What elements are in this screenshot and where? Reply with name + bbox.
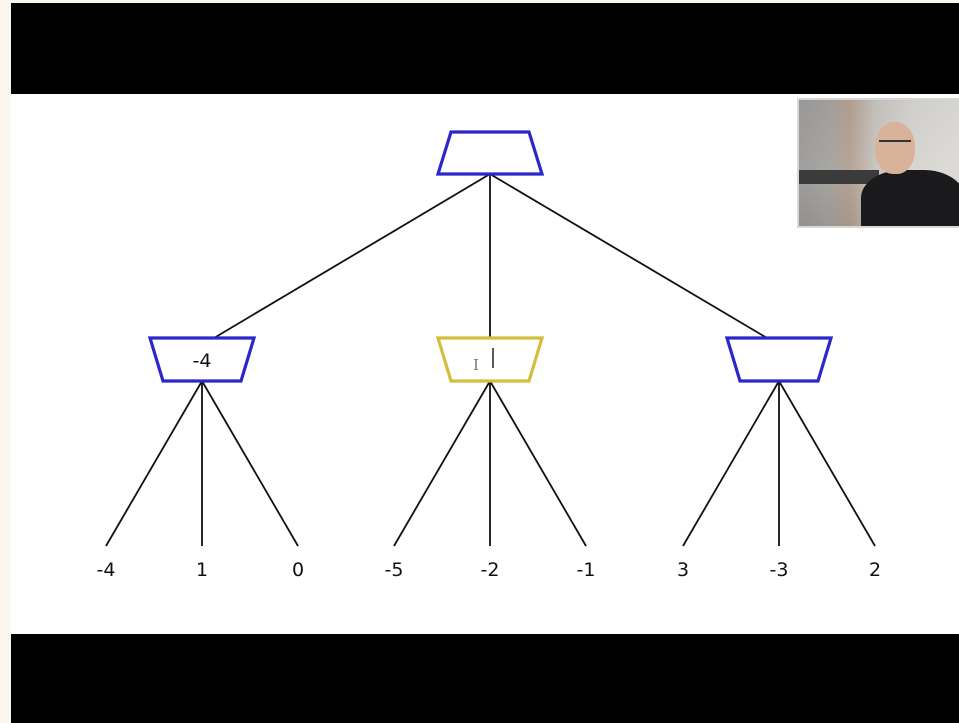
game-tree-diagram: -4 1 0 -4 -5 -2 -1 3 -3 2 [97,130,881,581]
leaf-value: -3 [770,559,789,581]
leaf-value: -1 [577,559,596,581]
leaf-value: -2 [481,559,500,581]
webcam-overlay [797,98,959,228]
min-node-1 [147,336,257,383]
min-node-2 [435,336,545,383]
leaf-value: -4 [97,559,116,581]
leaf-value: 0 [292,559,304,581]
edge-child-1-to-leaf-3 [201,380,299,547]
slide-canvas: -4 1 0 -4 -5 -2 -1 3 -3 2 I [11,94,959,634]
leaf-value: -5 [385,559,404,581]
leaf-value: 2 [869,559,881,581]
min-node-1-value: -4 [193,350,212,372]
edge-root-to-child-3 [489,173,768,339]
min-node-3 [724,336,834,383]
edge-child-2-to-leaf-3 [489,380,587,547]
leaf-value: 1 [196,559,208,581]
edge-child-3-to-leaf-3 [778,380,876,547]
edge-root-to-child-1 [213,173,491,339]
max-root-node [435,130,545,176]
edge-child-1-to-leaf-1 [105,380,203,547]
edge-child-3-to-leaf-1 [682,380,780,547]
edge-child-2-to-leaf-1 [393,380,491,547]
text-cursor-icon: I [473,356,479,374]
leaf-value: 3 [677,559,689,581]
